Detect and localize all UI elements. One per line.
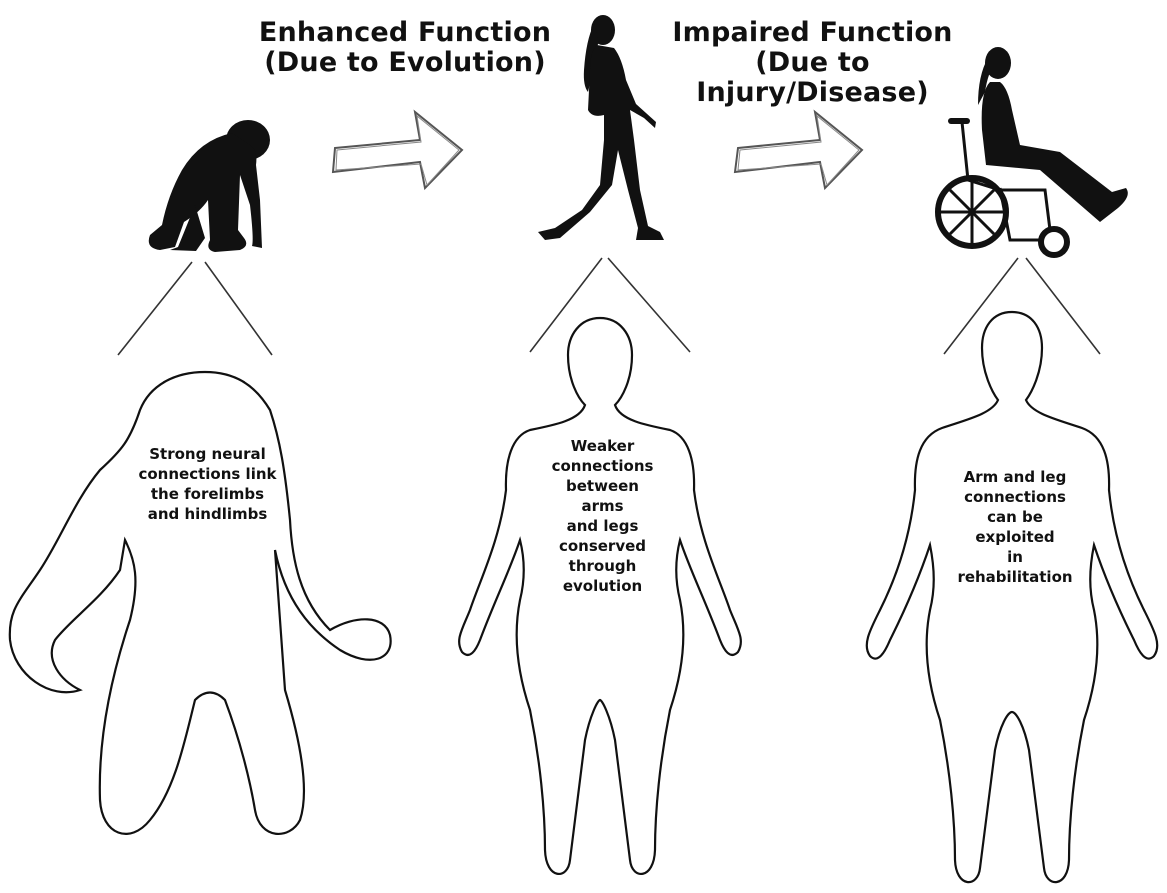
wheelchair-caption-line: in bbox=[945, 548, 1085, 568]
impaired-heading-line2: (Due to Injury/Disease) bbox=[640, 48, 985, 108]
wheelchair-caption-line: Arm and leg bbox=[945, 468, 1085, 488]
human-caption-line: connections bbox=[545, 457, 660, 477]
right-arrow-icon bbox=[333, 112, 462, 188]
enhanced-heading-line2: (Due to Evolution) bbox=[240, 48, 570, 78]
wheelchair-caption-line: exploited bbox=[945, 528, 1085, 548]
human-caption-line: arms bbox=[545, 497, 660, 517]
ape-caption-line: connections link bbox=[120, 465, 295, 485]
ape-caption-line: and hindlimbs bbox=[120, 505, 295, 525]
ape-caption-line: Strong neural bbox=[120, 445, 295, 465]
human-caption-line: evolution bbox=[545, 577, 660, 597]
wheelchair-caption-line: rehabilitation bbox=[945, 568, 1085, 588]
wheelchair-caption: Arm and leg connections can be exploited… bbox=[945, 468, 1085, 588]
wheelchair-caption-line: connections bbox=[945, 488, 1085, 508]
enhanced-heading-line1: Enhanced Function bbox=[240, 18, 570, 48]
human-caption-line: through bbox=[545, 557, 660, 577]
wheelchair-person-body-outline bbox=[867, 312, 1158, 882]
ape-silhouette-icon bbox=[149, 120, 270, 252]
human-caption-line: Weaker bbox=[545, 437, 660, 457]
ape-body-outline bbox=[10, 372, 391, 834]
human-caption: Weaker connections between arms and legs… bbox=[545, 437, 660, 597]
enhanced-function-heading: Enhanced Function (Due to Evolution) bbox=[240, 18, 570, 78]
human-caption-line: and legs bbox=[545, 517, 660, 537]
ape-caption-line: the forelimbs bbox=[120, 485, 295, 505]
human-caption-line: conserved bbox=[545, 537, 660, 557]
impaired-heading-line1: Impaired Function bbox=[640, 18, 985, 48]
impaired-function-heading: Impaired Function (Due to Injury/Disease… bbox=[640, 18, 985, 109]
human-caption-line: between bbox=[545, 477, 660, 497]
wheelchair-caption-line: can be bbox=[945, 508, 1085, 528]
right-arrow-icon bbox=[735, 112, 862, 188]
ape-caption: Strong neural connections link the forel… bbox=[120, 445, 295, 525]
